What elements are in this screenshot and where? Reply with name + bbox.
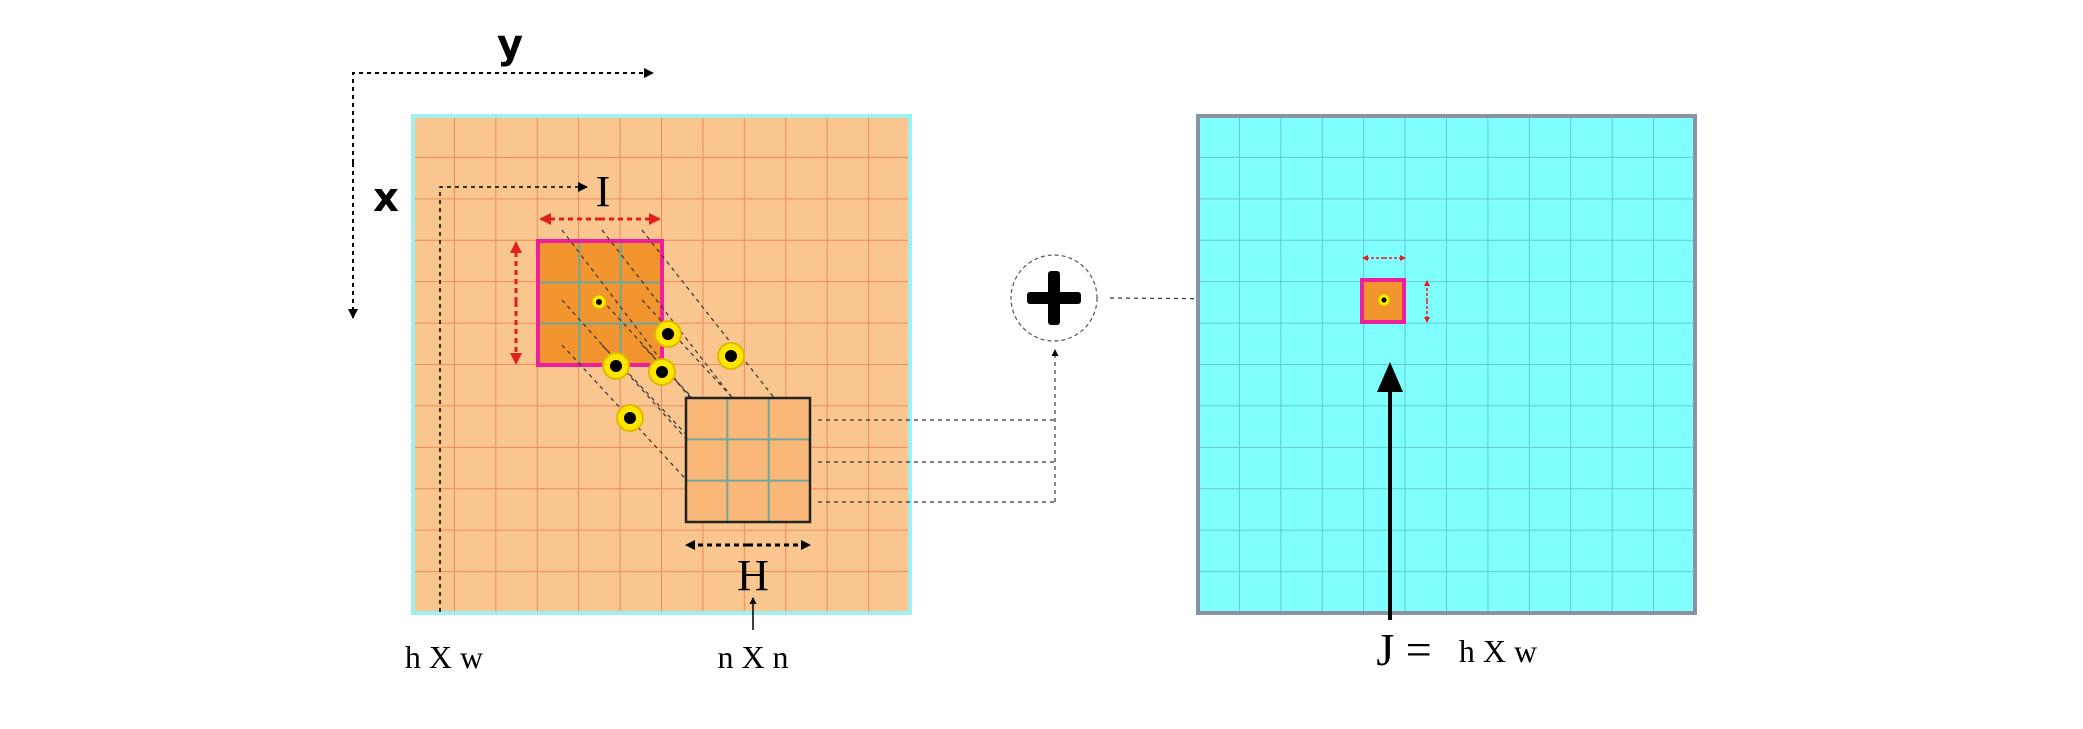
- output-image: [1196, 114, 1697, 620]
- kernel-grid-lines: [686, 398, 810, 522]
- kernel-label-H: H: [737, 551, 769, 600]
- product-dot: [616, 404, 644, 432]
- window-grid-lines: [538, 241, 662, 365]
- kernel-to-sum-lines: [818, 349, 1059, 503]
- kernel-fill: [686, 398, 810, 522]
- output-size-label: h X w: [1459, 633, 1537, 669]
- product-dot: [648, 358, 676, 386]
- bottom-labels: h X w n X n J = h X w: [405, 624, 1537, 675]
- kernel-border: [684, 396, 812, 524]
- product-dot: [654, 320, 682, 348]
- input-border: [411, 114, 912, 615]
- x-axis-label: x: [373, 175, 399, 221]
- sum-node: [1010, 254, 1379, 342]
- plus-icon-vertical: [1048, 271, 1060, 325]
- center-dot: [591, 294, 607, 310]
- input-grid-lines: [413, 116, 910, 613]
- window-label-I: I: [596, 167, 611, 216]
- window-border: [536, 239, 664, 367]
- product-dot: [602, 352, 630, 380]
- output-border: [1196, 114, 1697, 615]
- window-pointer-arrow: [439, 182, 588, 612]
- product-dot: [717, 342, 745, 370]
- input-size-label: h X w: [405, 639, 483, 675]
- y-axis-label: y: [497, 22, 523, 68]
- kernel-H: H: [684, 396, 812, 630]
- y-axis-arrow: [352, 68, 654, 163]
- output-grid-lines: [1198, 116, 1695, 613]
- output-J-label: J =: [1376, 624, 1431, 675]
- input-window: I: [439, 167, 664, 612]
- output-pointer-arrowhead: [1377, 362, 1403, 392]
- product-dots: [591, 294, 745, 432]
- axes: y x: [348, 22, 654, 319]
- kernel-size-label: n X n: [717, 639, 788, 675]
